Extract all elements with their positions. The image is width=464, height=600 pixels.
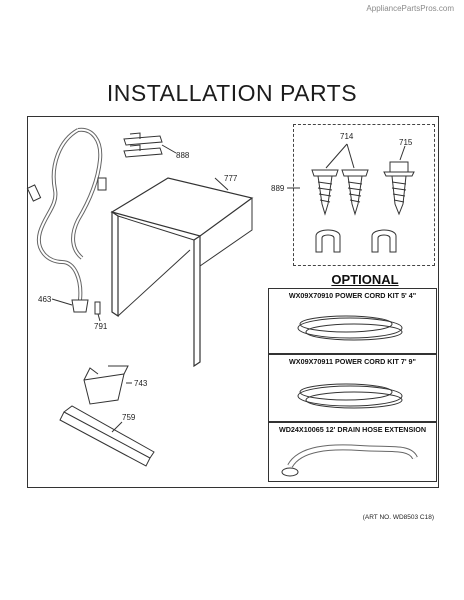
callout-743: 743	[134, 379, 148, 388]
page-title: INSTALLATION PARTS	[106, 80, 358, 106]
callout-759: 759	[122, 413, 136, 422]
callout-888: 888	[176, 151, 190, 160]
screw-kit-group	[293, 124, 435, 266]
optional-power-cord-kit-2: WX09X70911 POWER CORD KIT 7' 9"	[268, 354, 437, 422]
leader-463	[51, 298, 73, 306]
tray-drawing	[83, 365, 129, 405]
callout-463: 463	[38, 295, 52, 304]
callout-714: 714	[340, 132, 354, 141]
optional-item-label: WX09X70910 POWER CORD KIT 5' 4"	[288, 291, 417, 300]
mounting-brackets-drawing	[123, 132, 163, 158]
insulation-blanket-drawing	[110, 177, 254, 368]
optional-heading: OPTIONAL	[331, 272, 399, 287]
callout-889: 889	[271, 184, 285, 193]
optional-item-label: WX09X70911 POWER CORD KIT 7' 9"	[289, 357, 416, 366]
u-clips-drawing	[315, 229, 397, 253]
optional-drain-hose-extension: WD24X10065 12' DRAIN HOSE EXTENSION	[268, 422, 437, 482]
clip-drawing	[94, 301, 101, 315]
water-hose-drawing	[26, 127, 107, 313]
optional-power-cord-kit-1: WX09X70910 POWER CORD KIT 5' 4"	[268, 288, 437, 354]
optional-item-label: WD24X10065 12' DRAIN HOSE EXTENSION	[278, 425, 427, 434]
callout-715: 715	[399, 138, 413, 147]
screws-drawing	[311, 161, 415, 216]
art-number: (ART NO. WD8503 C18)	[362, 514, 434, 521]
parts-frame	[27, 116, 439, 488]
callout-791: 791	[94, 322, 108, 331]
drain-strip-drawing	[59, 405, 155, 467]
callout-777: 777	[224, 174, 238, 183]
watermark: AppliancePartsPros.com	[366, 4, 454, 13]
